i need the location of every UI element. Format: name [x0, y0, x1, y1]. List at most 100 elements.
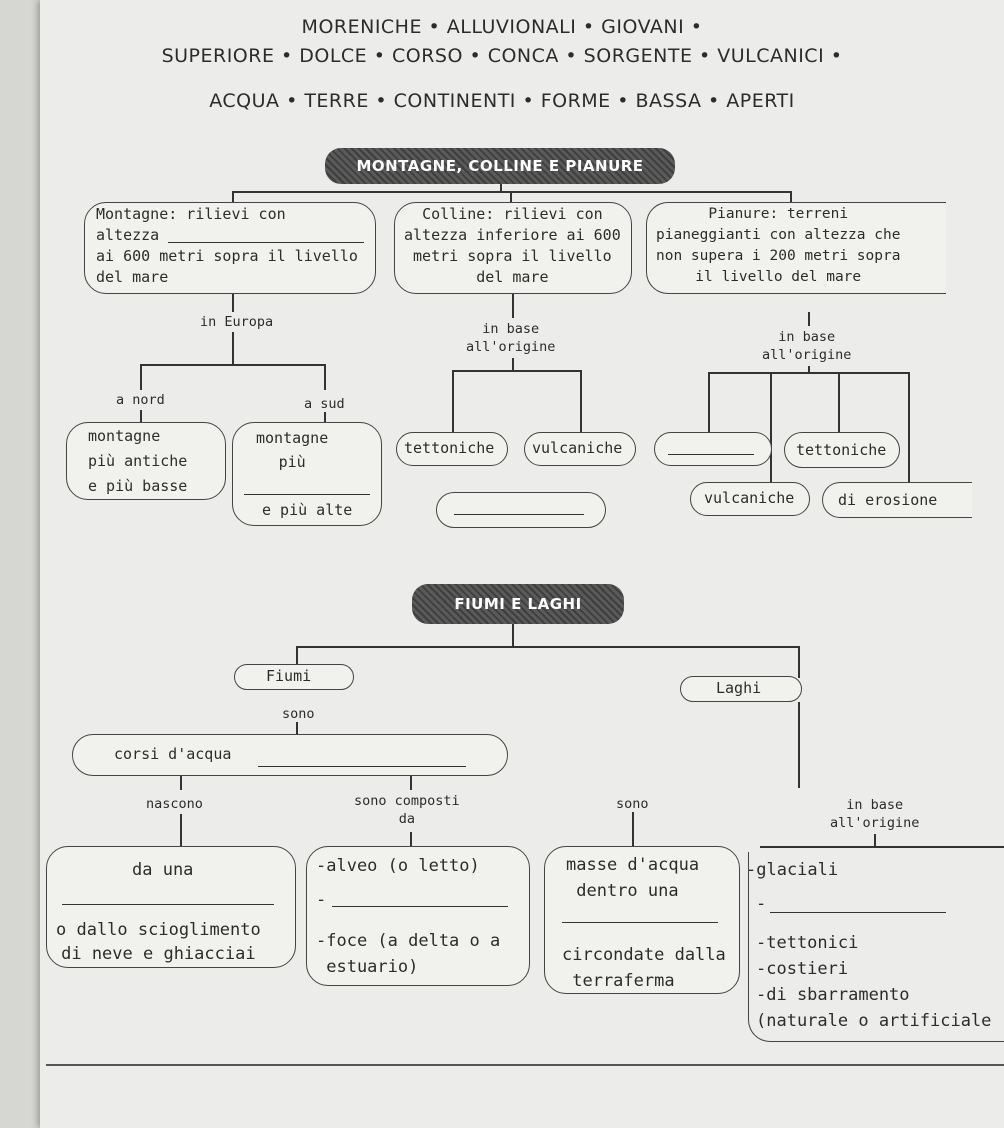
label-nascono: nascono — [146, 796, 203, 812]
laghi-label: Laghi — [716, 679, 762, 697]
alveo: -alveo (o letto) — [316, 856, 480, 876]
connector — [410, 776, 412, 790]
connector — [632, 812, 634, 846]
connector — [908, 372, 910, 482]
composti-box — [306, 846, 530, 986]
tettoniche-colline: tettoniche — [404, 439, 495, 457]
section-title-montagne: MONTAGNE, COLLINE E PIANURE — [325, 148, 675, 184]
connector — [512, 294, 514, 318]
vulcaniche-colline: vulcaniche — [532, 439, 623, 457]
connector — [180, 776, 182, 790]
tettoniche-pianure-box — [784, 432, 900, 468]
connector — [874, 834, 876, 846]
foce: -foce (a delta o a estuario) — [316, 931, 501, 977]
connector — [708, 372, 710, 432]
di-erosione: di erosione — [838, 491, 938, 509]
blank-composti[interactable] — [332, 906, 508, 907]
label-sono-composti: sono composti da — [354, 793, 460, 827]
montagne-definition: Montagne: rilievi con altezza ai 600 met… — [96, 205, 358, 286]
tettoniche-colline-box — [396, 432, 508, 466]
connector — [232, 191, 234, 205]
connector — [808, 312, 810, 326]
connector — [232, 294, 234, 312]
blank-montagne-sud[interactable] — [244, 494, 370, 495]
pianure-definition-box — [646, 202, 946, 294]
connector — [760, 846, 1004, 848]
blank-laghi[interactable] — [770, 912, 946, 913]
connector — [838, 372, 840, 432]
section-title-fiumi: FIUMI E LAGHI — [412, 584, 624, 624]
label-in-base-origine-laghi: in base all'origine — [830, 797, 920, 831]
corsi-box — [72, 734, 508, 776]
connector — [512, 624, 514, 646]
connector — [324, 412, 326, 422]
blank-sorgente[interactable] — [62, 904, 274, 905]
scioglimento: o dallo scioglimento di neve e ghiacciai — [56, 920, 261, 964]
blank-colline[interactable] — [454, 514, 584, 515]
colline-blank-box — [436, 492, 606, 528]
masse-box — [544, 846, 740, 994]
label-a-nord: a nord — [116, 392, 165, 408]
label-in-base-origine-colline: in base all'origine — [466, 321, 556, 355]
bottom-divider — [46, 1064, 1004, 1066]
word-bank-line-3: ACQUA • TERRE • CONTINENTI • FORME • BAS… — [209, 90, 795, 112]
erosione-box — [822, 482, 972, 518]
connector — [708, 372, 910, 374]
blank-montagne[interactable] — [168, 242, 364, 243]
connector — [180, 814, 182, 846]
connector — [790, 191, 792, 205]
da-una: da una — [132, 860, 194, 880]
label-sono-fiumi: sono — [282, 706, 315, 722]
connector — [232, 332, 234, 364]
label-sono-laghi: sono — [616, 796, 649, 812]
corsi-label: corsi d'acqua — [114, 745, 232, 763]
connector — [452, 370, 454, 432]
connector — [798, 702, 800, 788]
montagne-nord-box — [66, 422, 226, 500]
connector — [808, 366, 810, 374]
word-bank-line-2: SUPERIORE • DOLCE • CORSO • CONCA • SORG… — [161, 45, 843, 67]
connector — [410, 832, 412, 846]
colline-definition-box — [394, 202, 632, 294]
connector — [324, 364, 326, 390]
connector — [770, 372, 772, 482]
nascono-box — [46, 846, 296, 968]
montagne-definition-box — [84, 202, 376, 294]
connector — [798, 646, 800, 678]
vulcaniche-pianure: vulcaniche — [704, 489, 795, 507]
masse-dacqua: masse d'acqua dentro una — [566, 855, 700, 901]
connector — [296, 646, 800, 648]
fiumi-box — [234, 664, 354, 690]
colline-definition: Colline: rilievi con altezza inferiore a… — [404, 205, 621, 286]
blank-corsi[interactable] — [258, 766, 466, 767]
laghi-list: -tettonici -costieri -di sbarramento (na… — [756, 933, 992, 1031]
laghi-origine-box — [748, 852, 1004, 1042]
connector — [140, 364, 326, 366]
blank-conca[interactable] — [562, 922, 718, 923]
pianure-blank-box — [654, 432, 772, 466]
pianure-definition: Pianure: terreni pianeggianti con altezz… — [656, 206, 901, 285]
vulcaniche-pianure-box — [690, 482, 810, 516]
tettoniche-pianure: tettoniche — [796, 441, 887, 459]
montagne-nord: montagne più antiche e più basse — [88, 427, 188, 495]
blank-pianure[interactable] — [668, 454, 754, 455]
connector — [296, 646, 298, 666]
connector — [452, 370, 582, 372]
connector — [232, 191, 792, 193]
laghi-dash: - — [756, 894, 767, 914]
alveo-dash: - — [316, 890, 327, 910]
montagne-sud-2: e più alte — [262, 501, 353, 519]
label-in-base-origine-pianure: in base all'origine — [762, 329, 852, 363]
connector — [140, 410, 142, 422]
montagne-sud-box — [232, 422, 382, 526]
laghi-box — [680, 676, 802, 702]
circondate: circondate dalla terraferma — [562, 945, 726, 991]
connector — [296, 722, 298, 736]
connector — [512, 358, 514, 372]
montagne-sud-1: montagne più — [256, 429, 329, 471]
connector — [140, 364, 142, 390]
fiumi-label: Fiumi — [266, 667, 312, 685]
connector — [500, 184, 502, 192]
word-bank-line-1: MORENICHE • ALLUVIONALI • GIOVANI • — [301, 16, 703, 38]
vulcaniche-colline-box — [524, 432, 636, 466]
